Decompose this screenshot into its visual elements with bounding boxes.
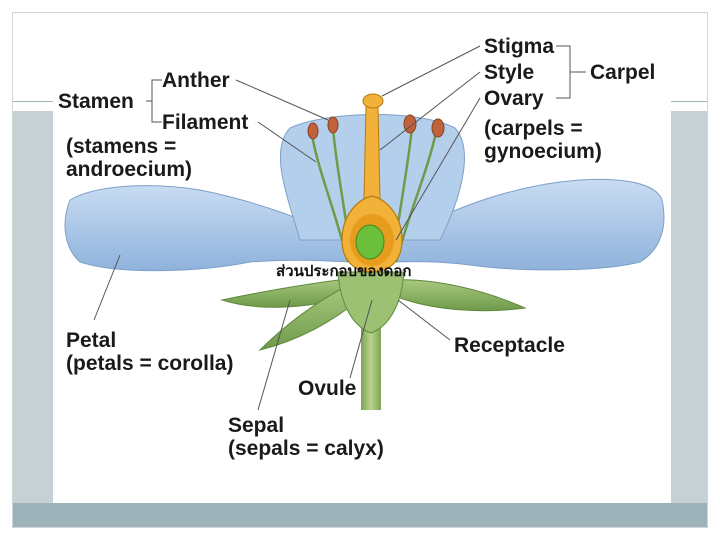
label-petal-note: (petals = corolla): [66, 352, 234, 375]
label-sepal-note: (sepals = calyx): [228, 437, 384, 460]
style: [363, 105, 381, 201]
label-stamens-note-1: (stamens =: [66, 135, 177, 158]
label-anther: Anther: [162, 69, 230, 92]
label-stamen: Stamen: [58, 90, 134, 113]
label-carpels-note-1: (carpels =: [484, 117, 583, 140]
right-petal: [387, 178, 665, 271]
frame-rule-right: [671, 101, 707, 102]
label-filament: Filament: [162, 111, 249, 134]
label-ovule: Ovule: [298, 377, 357, 400]
frame-band-right: [671, 111, 707, 503]
label-stigma: Stigma: [484, 35, 555, 58]
frame-band-bottom: [13, 503, 707, 527]
ovule: [355, 224, 385, 260]
label-sepal: Sepal: [228, 414, 285, 437]
label-receptacle: Receptacle: [454, 334, 565, 357]
label-carpel: Carpel: [590, 61, 656, 84]
left-sepal-lower: [258, 283, 359, 351]
label-ovary: Ovary: [484, 87, 544, 110]
frame-rule-left: [13, 101, 53, 102]
label-carpels-note-2: gynoecium): [484, 140, 602, 163]
label-style: Style: [484, 61, 535, 84]
leader-lines: [93, 45, 586, 411]
label-stamens-note-2: androecium): [66, 158, 193, 181]
diagram-caption: ส่วนประกอบของดอก: [276, 262, 412, 280]
frame-band-left: [13, 111, 53, 503]
stigma: [362, 93, 384, 109]
right-sepal: [391, 279, 527, 312]
left-petal: [64, 185, 356, 272]
anthers: [307, 114, 445, 140]
label-petal: Petal: [66, 329, 117, 352]
